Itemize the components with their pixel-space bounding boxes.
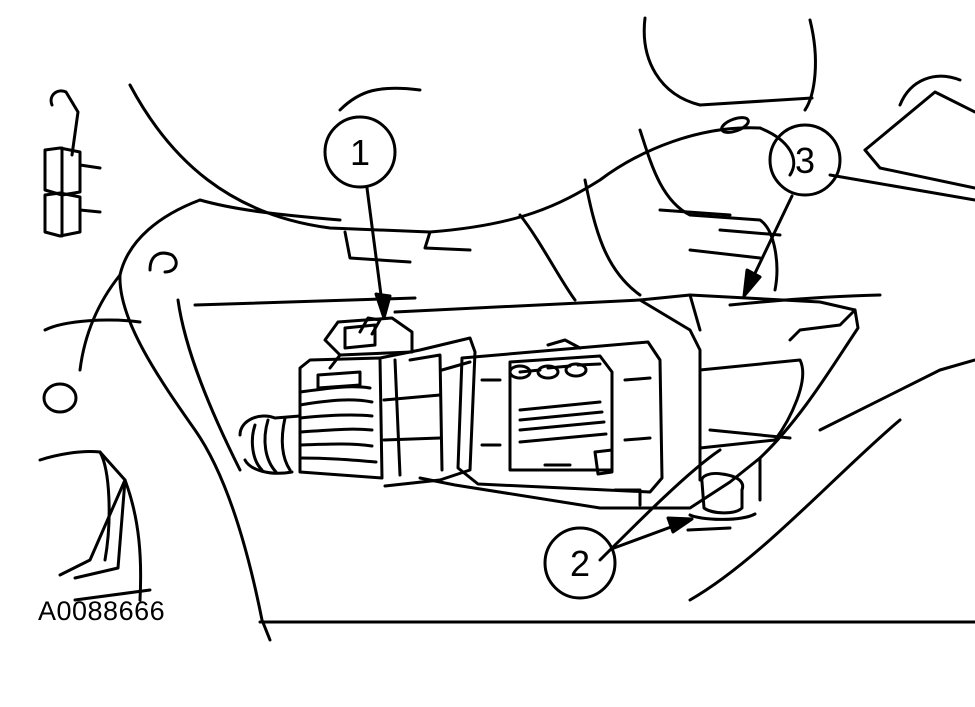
callout-number: 2: [570, 543, 590, 584]
callout-circle: [768, 123, 842, 197]
callout-2: 2: [543, 516, 694, 600]
harness-connector: [298, 316, 477, 488]
background-panels: [128, 16, 975, 602]
arrowhead: [742, 268, 762, 298]
wire-harness: [238, 385, 378, 475]
callout-number: 3: [795, 140, 815, 181]
left-bracket: [38, 198, 342, 642]
mounting-bolt: [686, 472, 757, 532]
figure-id: A0088666: [38, 596, 166, 626]
module-housing: [393, 293, 860, 510]
bolt-top-left: [43, 89, 102, 238]
pin-receptacle: [456, 338, 664, 507]
callout-circle: [543, 526, 617, 600]
callout-number: 1: [350, 132, 370, 173]
callout-3: 3: [742, 123, 842, 298]
arrowhead: [666, 516, 694, 534]
callout-circle: [323, 115, 397, 189]
callout-1: 1: [323, 115, 397, 320]
arrowhead: [374, 292, 392, 320]
